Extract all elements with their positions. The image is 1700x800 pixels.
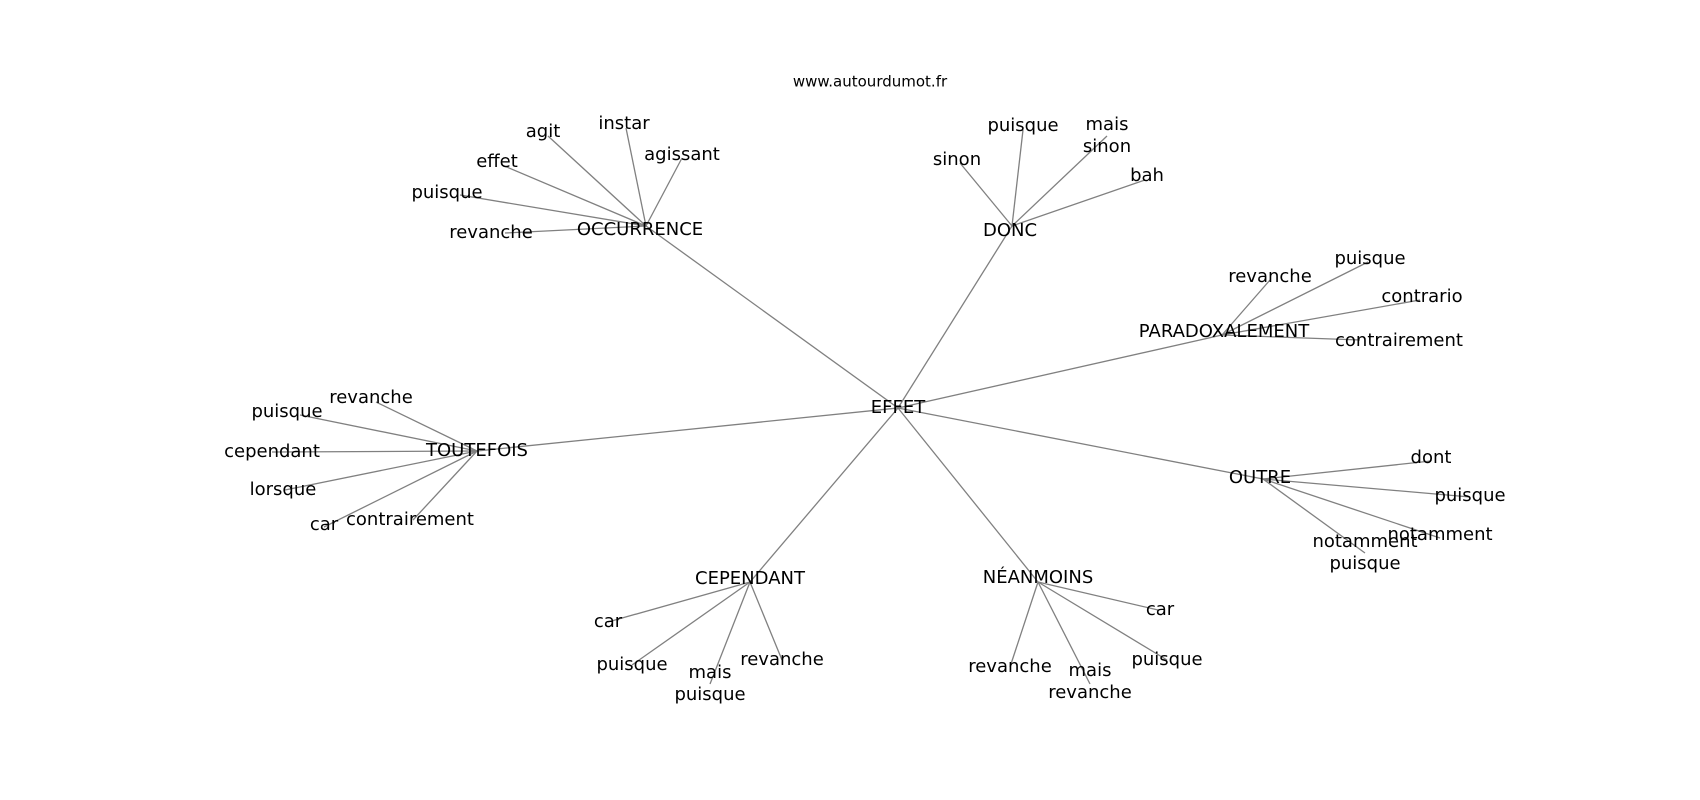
edge-group-to-leaf [271,450,478,453]
group-node: DONC [983,220,1037,241]
edge-root-to-group [749,407,899,583]
edge-group-to-leaf [709,581,751,685]
graph-labels: www.autourdumot.fr EFFET OCCURRENCE agit in… [224,73,1505,706]
leaf-node: puisque [411,182,482,203]
edge-root-to-group [645,225,899,409]
edge-group-to-leaf [284,450,478,491]
leaf-node: dont [1411,447,1452,468]
graph-edges [271,127,1471,685]
edge-group-to-leaf [1011,179,1146,227]
leaf-node: instar [598,113,650,134]
group-node: PARADOXALEMENT [1139,321,1310,342]
leaf-node: revanche [740,649,824,670]
source-label: www.autourdumot.fr [793,73,948,91]
leaf-node: puisque [1434,485,1505,506]
leaf-node: cependant [224,441,320,462]
group-node: NÉANMOINS [983,566,1094,588]
group-node: OCCURRENCE [577,219,703,240]
leaf-node: car [1146,599,1175,620]
edge-group-to-leaf [959,162,1013,227]
edge-group-to-leaf [1037,581,1159,611]
edge-group-to-leaf [645,157,683,227]
edge-group-to-leaf [749,581,783,661]
edge-group-to-leaf [459,194,647,227]
leaf-node: puisque [1131,649,1202,670]
edge-group-to-leaf [1221,279,1271,336]
edge-group-to-leaf [1009,581,1039,668]
edge-root-to-group [897,225,1013,409]
edge-group-to-leaf [299,414,478,452]
edge-group-to-leaf [1262,460,1432,480]
edge-group-to-leaf [1262,478,1471,498]
edge-root-to-group [897,407,1264,480]
leaf-node: lorsque [250,479,317,500]
edge-group-to-leaf [1011,129,1024,227]
edge-group-to-leaf [1221,261,1369,336]
edge-root-to-group [897,334,1223,409]
group-node: CEPENDANT [695,568,806,589]
edge-root-to-group [897,407,1039,583]
edge-group-to-leaf [1262,478,1441,539]
edge-group-to-leaf [323,450,478,528]
leaf-node: notamment [1387,524,1492,545]
edge-group-to-leaf [412,450,478,521]
root-node: EFFET [871,397,926,418]
group-node: OUTRE [1229,467,1291,488]
leaf-node: revanche [329,387,413,408]
leaf-node: contrairement [346,509,474,530]
leaf-node: car [594,611,623,632]
leaf-node: agissant [644,144,720,165]
edge-group-to-leaf [504,225,647,234]
edge-group-to-leaf [607,581,751,623]
edge-group-to-leaf [1262,478,1366,554]
leaf-node: revanche [968,656,1052,677]
edge-root-to-group [476,407,899,452]
leaf-node: contrario [1381,286,1462,307]
edge-group-to-leaf [501,164,647,227]
leaf-node: revanche [449,222,533,243]
leaf-node: puisque [251,401,322,422]
leaf-node: puisque [1334,248,1405,269]
leaf-node: puisque [987,115,1058,136]
leaf-node: revanche [1228,266,1312,287]
group-node: TOUTEFOIS [425,440,528,461]
edge-group-to-leaf [375,401,478,452]
leaf-node: contrairement [1335,330,1463,351]
edge-group-to-leaf [547,135,647,227]
edge-group-to-leaf [1011,135,1108,227]
leaf-node: bah [1130,165,1164,186]
leaf-node: sinon [933,149,981,170]
edge-group-to-leaf [1221,334,1361,341]
edge-group-to-leaf [1221,299,1421,336]
leaf-node: puisque [596,654,667,675]
leaf-node: car [310,514,339,535]
edge-group-to-leaf [625,127,647,227]
edge-group-to-leaf [631,581,751,666]
leaf-node: effet [476,151,518,172]
edge-group-to-leaf [1037,581,1091,685]
leaf-node: agit [526,121,561,142]
edge-group-to-leaf [1037,581,1168,661]
